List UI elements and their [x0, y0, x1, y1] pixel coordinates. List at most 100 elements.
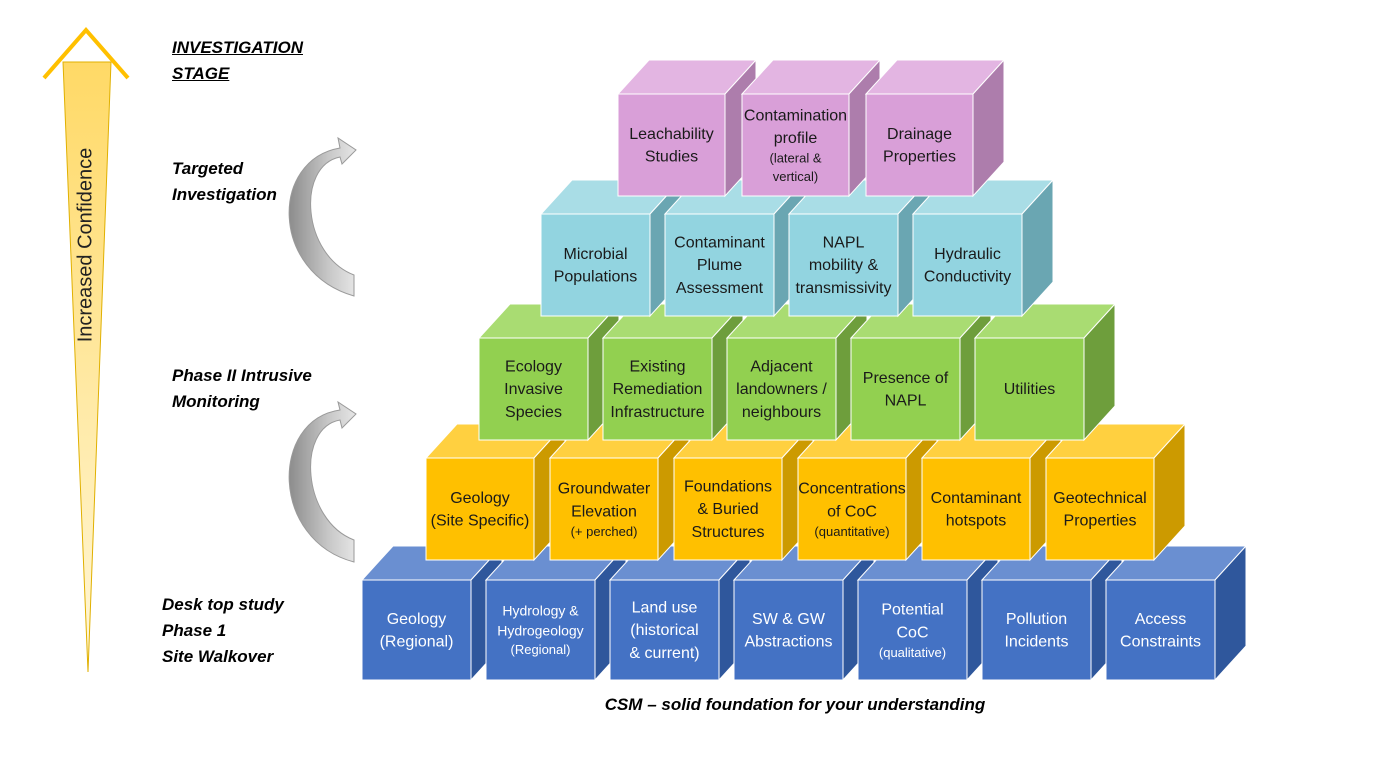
block-row-2: EcologyInvasiveSpeciesExistingRemediatio… [477, 302, 1117, 442]
block: Concentrations of CoC (quantitative) [796, 422, 939, 562]
block-label-line: Concentrations [798, 481, 906, 498]
block-label-line: Access [1135, 611, 1187, 628]
block-label-line: Existing [629, 359, 685, 376]
block-label-line: Populations [554, 269, 638, 286]
block-label-line: Properties [1064, 513, 1137, 530]
block-front-face [540, 213, 651, 317]
block-label-line: CoC [896, 624, 928, 641]
block-front-face [1105, 579, 1216, 681]
block-front-face [850, 337, 961, 441]
block-label-line: Properties [883, 149, 956, 166]
block: Contaminant hotspots [920, 422, 1063, 562]
block-label-line: Remediation [613, 381, 703, 398]
block-front-face [478, 337, 589, 441]
block-front-face [609, 579, 720, 681]
block-row-0: Geology(Regional)Hydrology & Hydrogeology… [360, 544, 1248, 682]
block-row-1: Geology (Site Specific) GroundwaterElevati… [424, 422, 1187, 562]
block-label-line: (historical [630, 622, 698, 639]
diagram-caption: CSM – solid foundation for your understa… [604, 695, 986, 714]
curved-arrow-lower [288, 400, 357, 563]
stage-heading: INVESTIGATION STAGE [172, 38, 303, 83]
block-label-line: Plume [697, 257, 742, 274]
stage-phase2-intrusive: Phase II Intrusive Monitoring [172, 366, 312, 411]
block-label-line: (lateral & [769, 151, 821, 166]
block-label-line: (+ perched) [571, 524, 638, 539]
block-label-line: Structures [692, 524, 765, 541]
block-front-face [664, 213, 775, 317]
block-label-line: of CoC [827, 503, 877, 520]
block-front-face [617, 93, 726, 197]
confidence-arrow-shaft [62, 61, 112, 673]
block-label-line: Contamination [744, 107, 847, 124]
block-label-line: Assessment [676, 280, 764, 297]
block-label-line: Presence of [863, 370, 949, 387]
block-label-line: NAPL [885, 393, 927, 410]
block-label-line: Drainage [887, 126, 952, 143]
block: Geology (Site Specific) [424, 422, 567, 562]
confidence-arrow [42, 26, 130, 673]
block-front-face [921, 457, 1031, 561]
block-label-line: Leachability [629, 126, 714, 143]
block-front-face [865, 93, 974, 197]
block-label-line: (qualitative) [879, 645, 946, 660]
block: Geology(Regional) [360, 544, 504, 682]
block-label-line: vertical) [773, 169, 819, 184]
block-label-line: & current) [629, 645, 699, 662]
block-front-face [981, 579, 1092, 681]
block-label-line: Hydrogeology [497, 622, 583, 638]
block-label-line: landowners / [736, 381, 827, 398]
block-front-face [733, 579, 844, 681]
block-label-line: Geotechnical [1053, 490, 1146, 507]
curved-arrow-upper [288, 136, 357, 297]
block-label-line: Microbial [563, 246, 627, 263]
block-label-line: Foundations [684, 479, 772, 496]
block-front-face [797, 457, 907, 561]
block-label-line: Pollution [1006, 611, 1067, 628]
block-label-line: Contaminant [931, 490, 1022, 507]
block-front-face [1045, 457, 1155, 561]
block-front-face [602, 337, 713, 441]
block-label-line: Infrastructure [610, 404, 704, 421]
block-label-line: (quantitative) [814, 524, 889, 539]
block: Land use(historical& current) [608, 544, 752, 682]
block-label-line: profile [774, 130, 818, 147]
block-label-line: Constraints [1120, 634, 1201, 651]
block-label-line: transmissivity [795, 280, 891, 297]
block-label-line: Geology [450, 490, 510, 507]
stage-desk-study: Desk top study Phase 1 Site Walkover [162, 595, 284, 666]
block-label-line: hotspots [946, 513, 1006, 530]
block-label-line: (Site Specific) [431, 513, 530, 530]
block-label-line: Hydraulic [934, 246, 1001, 263]
block-front-face [361, 579, 472, 681]
block-label-line: Groundwater [558, 481, 651, 498]
block-label-line: neighbours [742, 404, 821, 421]
block-label-line: SW & GW [752, 611, 826, 628]
block-label-line: NAPL [823, 235, 865, 252]
block-front-face [485, 579, 596, 681]
block-label-line: (Regional) [511, 642, 571, 657]
block-label-line: Conductivity [924, 269, 1011, 286]
block-label-line: Potential [881, 602, 943, 619]
block-label-line: Incidents [1004, 634, 1068, 651]
block-label-line: Ecology [505, 359, 562, 376]
block-label-line: Contaminant [674, 235, 765, 252]
block-label-line: Species [505, 404, 562, 421]
block: Presence of NAPL [849, 302, 993, 442]
block-front-face [974, 337, 1085, 441]
block-label-line: Hydrology & [502, 602, 579, 618]
block: Utilities [973, 302, 1117, 442]
block-label-line: Elevation [571, 503, 637, 520]
block-front-face [788, 213, 899, 317]
